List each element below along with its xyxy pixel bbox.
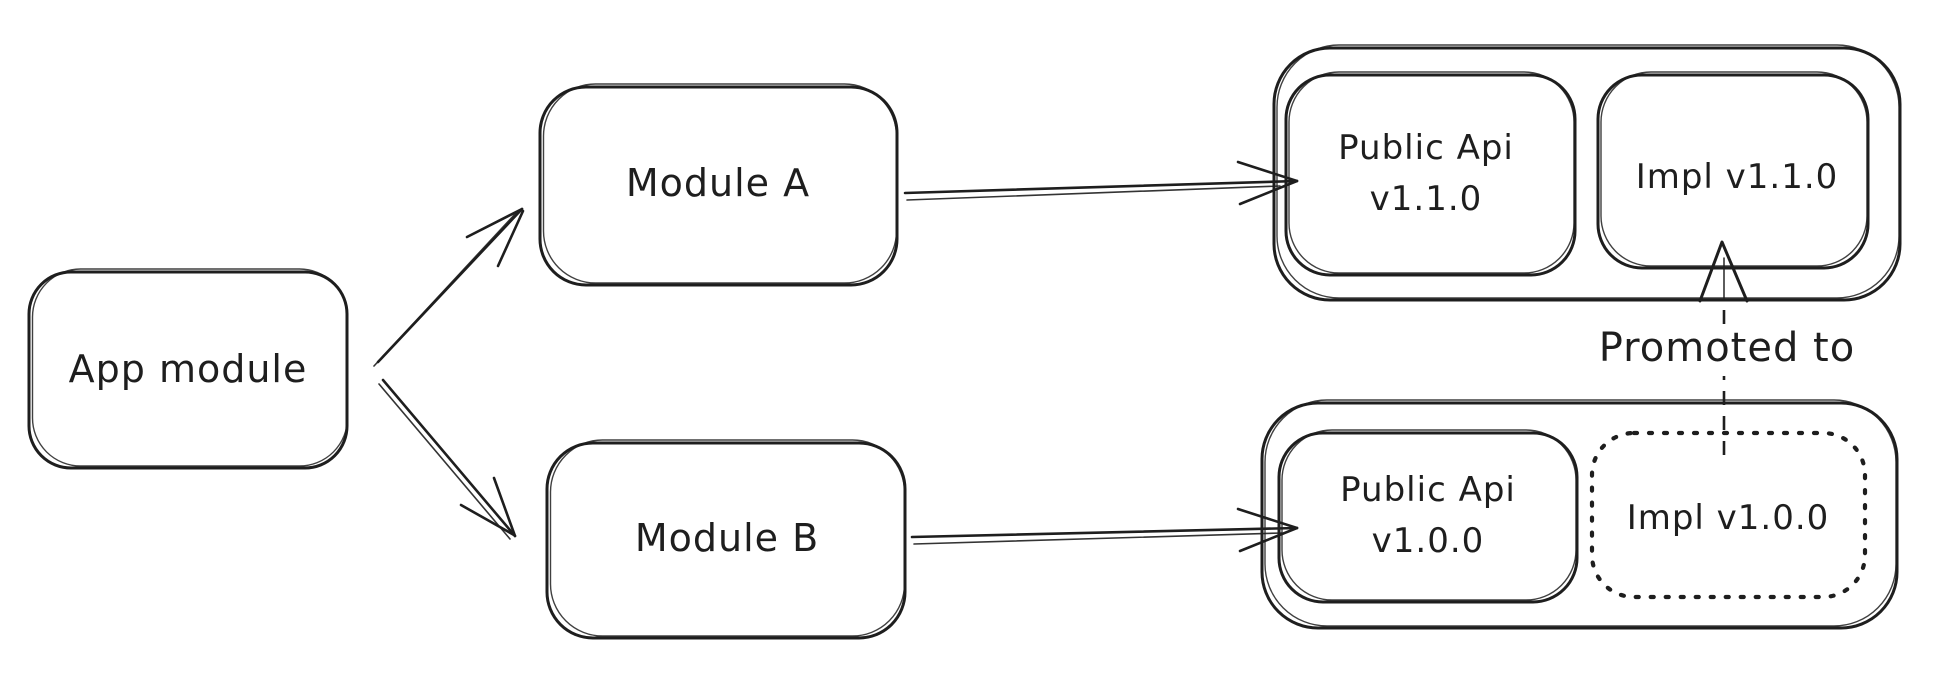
library-v110-outer-box-sketch <box>1276 44 1900 299</box>
public-api-v110-label-line2: v1.1.0 <box>1370 179 1483 219</box>
public-api-v100-box <box>1277 431 1579 604</box>
app-module-box-sketch <box>31 268 349 467</box>
edge-module-a-to-public-api-v110 <box>903 160 1299 206</box>
module-b-box-sketch <box>549 439 906 637</box>
arrowhead-v110-barb2 <box>1238 179 1299 206</box>
arrowhead-b-barb1 <box>492 476 517 538</box>
public-api-v110-box-sketch <box>1288 71 1575 274</box>
arrowhead-v100-barb2 <box>1238 526 1299 553</box>
promotion-hollow-arrowhead <box>1698 240 1749 303</box>
public-api-v100-label-line2: v1.0.0 <box>1372 521 1485 561</box>
arrowhead-v100-barb1 <box>1236 507 1299 530</box>
arrowhead-v110-barb1 <box>1236 160 1299 183</box>
public-api-v100-node: Public Api v1.0.0 <box>1277 429 1579 604</box>
impl-v100-label: Impl v1.0.0 <box>1627 498 1830 538</box>
edge-app-to-module-b <box>378 378 517 540</box>
library-v100-outer-box-sketch <box>1264 399 1897 627</box>
module-b-label: Module B <box>635 516 819 560</box>
library-v110-container: Public Api v1.1.0 Impl v1.1.0 <box>1272 44 1902 302</box>
impl-v110-node: Impl v1.1.0 <box>1596 71 1870 270</box>
app-module-node: App module <box>27 268 349 470</box>
arrowhead-b-barb2 <box>459 503 516 537</box>
impl-v100-node: Impl v1.0.0 <box>1589 430 1868 600</box>
edge-app-to-module-a <box>373 207 525 367</box>
public-api-v110-node: Public Api v1.1.0 <box>1284 71 1577 277</box>
module-a-box-sketch <box>542 83 898 284</box>
public-api-v100-box-sketch <box>1281 429 1577 601</box>
arrowhead-a-barb2 <box>496 209 525 268</box>
impl-v110-box-sketch <box>1600 71 1868 267</box>
edge-impl-promotion: Promoted to <box>1599 240 1855 455</box>
impl-v110-label: Impl v1.1.0 <box>1636 157 1839 197</box>
public-api-v100-label-line1: Public Api <box>1340 470 1516 510</box>
library-v100-container: Public Api v1.0.0 Impl v1.0.0 <box>1260 399 1899 630</box>
module-a-node: Module A <box>538 83 899 287</box>
impl-v100-box <box>1589 430 1868 600</box>
public-api-v110-label-line1: Public Api <box>1338 128 1514 168</box>
public-api-v110-box <box>1284 73 1577 277</box>
module-b-node: Module B <box>545 439 907 640</box>
app-module-label: App module <box>69 347 308 391</box>
promotion-edge-label: Promoted to <box>1599 325 1855 371</box>
module-a-label: Module A <box>626 161 810 205</box>
edge-module-b-to-public-api-v100 <box>910 507 1299 553</box>
arrowhead-a-barb1 <box>465 207 524 239</box>
